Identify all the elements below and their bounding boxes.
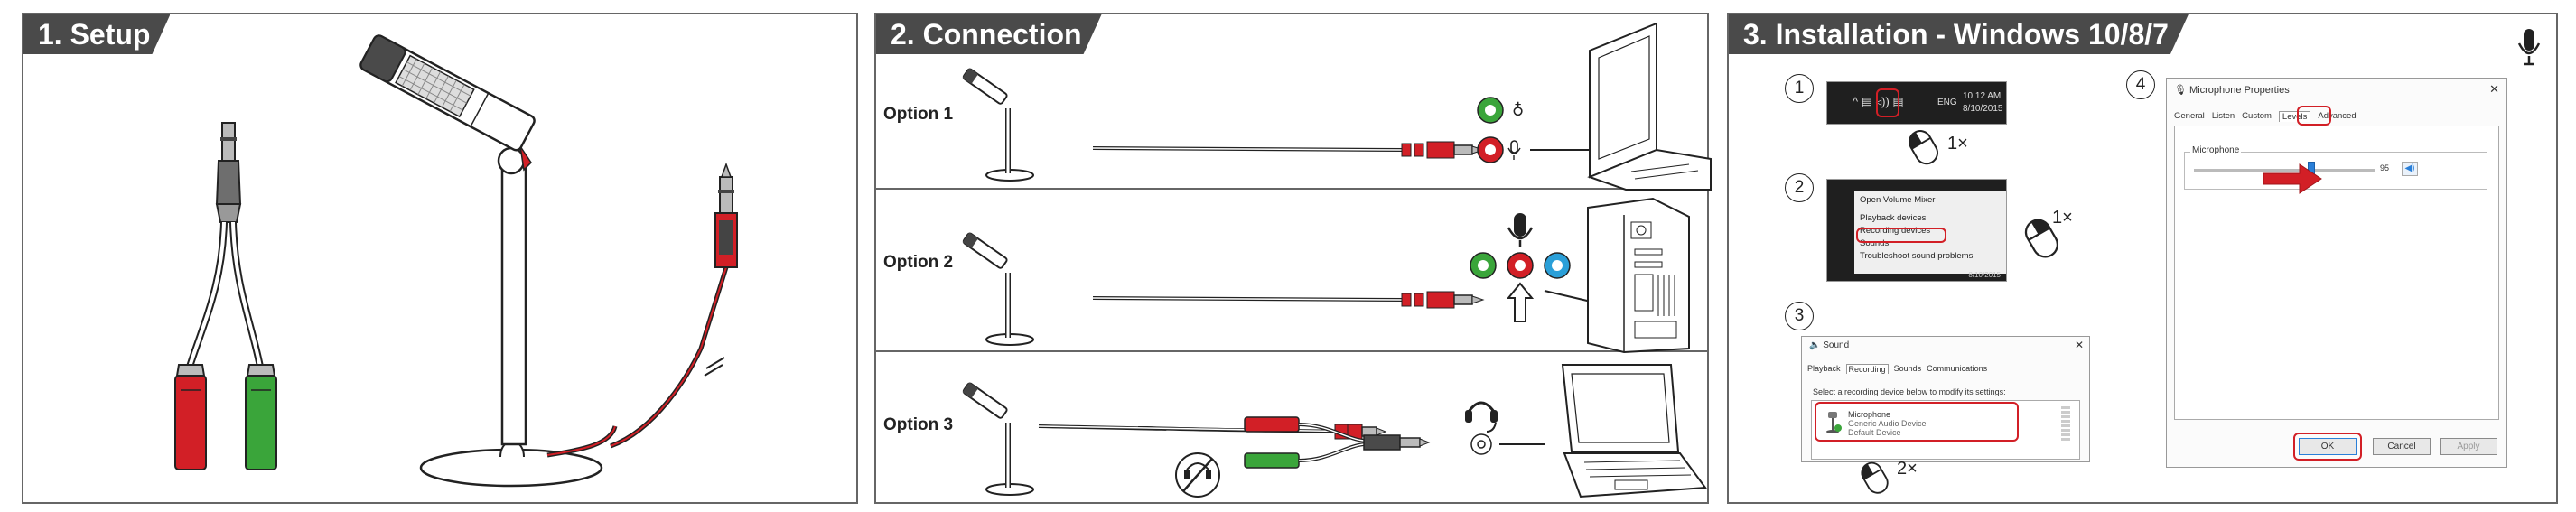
levels-tab-highlight [2297,106,2331,126]
sound-close-icon[interactable]: ✕ [2074,339,2084,351]
device-name: Microphone [1848,410,1891,419]
microphone-icon [2517,29,2541,66]
sound-instruction: Select a recording device below to modif… [1813,387,2006,396]
menu-item-playback-devices[interactable]: Playback devices [1860,213,1927,223]
context-menu-screenshot: Open Volume Mixer Playback devices Recor… [1826,179,2007,282]
mouse-icon [1909,130,1938,165]
option-3-illustration [962,364,1707,498]
menu-item-sounds[interactable]: Sounds [1860,238,1890,248]
option-2-row: Option 2 [876,190,1707,354]
tab-general[interactable]: General [2174,111,2205,121]
device-sub1: Generic Audio Device [1848,419,1927,428]
panel-installation: 3. Installation - Windows 10/8/7 1 ^ ▤ ◃… [1727,13,2558,504]
mic-properties-title-text: Microphone Properties [2189,85,2290,96]
levels-group: Microphone 95 ◀) [2184,145,2487,190]
ok-button-highlight [2293,433,2362,461]
tab-levels[interactable]: Levels [2278,111,2311,122]
sound-icon: 🔈 [1809,340,1824,350]
ok-button[interactable]: OK [2299,438,2357,455]
sound-dialog: 🔈 Sound ✕ Playback Recording Sounds Comm… [1801,336,2090,462]
taskbar-date: 8/10/2015 [1963,104,2003,114]
step-3-clicks: 2× [1897,459,1918,479]
tab-advanced[interactable]: Advanced [2318,111,2357,121]
context-menu: Open Volume Mixer Playback devices Recor… [1854,191,2006,274]
mic-properties-close-icon[interactable]: ✕ [2489,82,2499,96]
option-1-label: Option 1 [883,105,954,124]
mic-properties-dialog: 🎙 Microphone Properties ✕ General Listen… [2166,78,2507,468]
step-1-number: 1 [1785,74,1814,103]
device-sub2: Default Device [1848,428,1901,437]
menu-item-troubleshoot[interactable]: Troubleshoot sound problems [1860,251,1974,261]
device-mic-icon [1823,410,1843,433]
option-3-label: Option 3 [883,415,954,434]
option-2-illustration [962,197,1690,354]
option-3-row: Option 3 [876,352,1707,506]
red-arrow-icon [2263,163,2322,194]
mic-properties-icon: 🎙 [2174,85,2190,96]
tab-playback[interactable]: Playback [1807,364,1841,373]
setup-title: 1. Setup [23,14,170,54]
level-meter [2061,406,2070,442]
taskbar-lang: ENG [1937,98,1957,107]
step-1-clicks: 1× [1947,134,1968,154]
menu-item-recording-devices[interactable]: Recording devices [1860,226,1931,236]
mic-cable-jack [610,162,738,449]
connection-title: 2. Connection [876,14,1102,54]
step-2-clicks: 1× [2052,208,2073,228]
cancel-button[interactable]: Cancel [2373,438,2431,455]
panel-setup: 1. Setup [22,13,858,504]
sound-dialog-title-text: Sound [1823,340,1850,350]
mouse-icon-2 [2024,219,2058,258]
tab-recording[interactable]: Recording [1845,364,1889,374]
device-list: Microphone Generic Audio Device Default … [1811,400,2080,460]
mouse-icon-3 [1861,461,1889,494]
level-value: 95 [2380,163,2390,172]
levels-group-label: Microphone [2190,145,2242,155]
device-microphone-icon [1826,412,1842,433]
menu-item-volume-mixer[interactable]: Open Volume Mixer [1860,195,1936,205]
mute-speaker-icon[interactable]: ◀) [2402,162,2418,176]
tab-sounds[interactable]: Sounds [1893,364,1922,373]
tab-custom[interactable]: Custom [2242,111,2272,121]
sound-tabs: Playback Recording Sounds Communications [1807,364,1987,374]
taskbar-screenshot: ^ ▤ ◃)) ▤ ENG 10:12 AM 8/10/2015 [1826,81,2007,125]
sound-dialog-title: 🔈 Sound [1809,340,1849,350]
step-4-number: 4 [2126,70,2155,99]
mic-properties-title: 🎙 Microphone Properties [2174,84,2290,96]
apply-button[interactable]: Apply [2440,438,2497,455]
desk-microphone [359,34,618,488]
taskbar-time: 10:12 AM [1963,91,2002,101]
tab-communications[interactable]: Communications [1927,364,1988,373]
option-1-row: Option 1 ♁ [876,14,1712,191]
level-slider-track[interactable] [2194,169,2375,172]
installation-title: 3. Installation - Windows 10/8/7 [1729,14,2189,54]
levels-content: Microphone 95 ◀) [2174,126,2499,420]
option-2-label: Option 2 [883,253,954,272]
step-2-number: 2 [1785,173,1814,202]
tab-listen[interactable]: Listen [2211,111,2235,121]
context-date: 8/10/2015 [1968,271,2001,279]
recording-devices-highlight [1856,228,1946,243]
speaker-highlight [1876,88,1899,117]
y-splitter-cable [174,122,277,470]
microphone-device-highlight [1815,402,2019,442]
svg-text:♁: ♁ [1512,101,1524,120]
mic-properties-tabs: General Listen Custom Levels Advanced [2174,111,2357,122]
taskbar-icons: ^ ▤ ◃)) ▤ [1853,95,1904,108]
step-3-number: 3 [1785,302,1814,330]
panel-connection: 2. Connection Option 1 ♁ [874,13,1712,506]
option-1-illustration: ♁ [962,22,1712,191]
